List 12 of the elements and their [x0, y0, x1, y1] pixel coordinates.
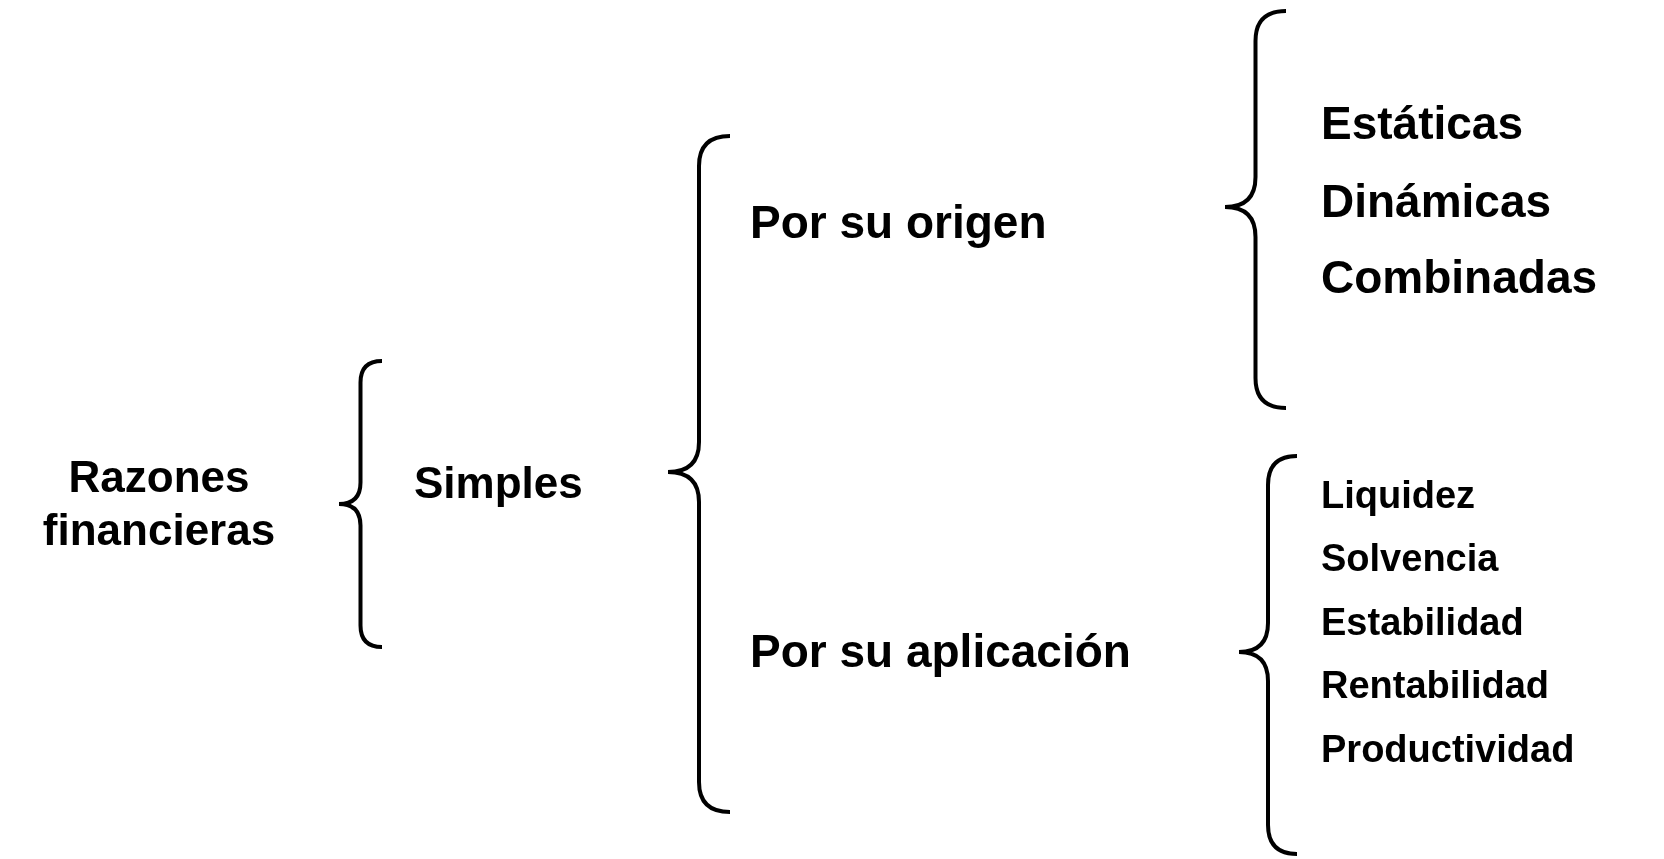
category-label: Por su aplicación: [750, 624, 1131, 680]
category-label: Razones financieras: [41, 451, 277, 556]
category-label: Por su origen: [750, 195, 1047, 251]
category-label: Productividad: [1321, 727, 1575, 773]
category-label: Simples: [414, 456, 583, 509]
category-label: Estabilidad: [1321, 600, 1524, 646]
category-label: Rentabilidad: [1321, 663, 1550, 709]
category-label: Liquidez: [1321, 473, 1476, 519]
category-label: Estáticas: [1321, 96, 1523, 152]
category-label: Dinámicas: [1321, 174, 1552, 230]
category-label: Combinadas: [1321, 250, 1598, 306]
category-label: Solvencia: [1321, 536, 1499, 582]
